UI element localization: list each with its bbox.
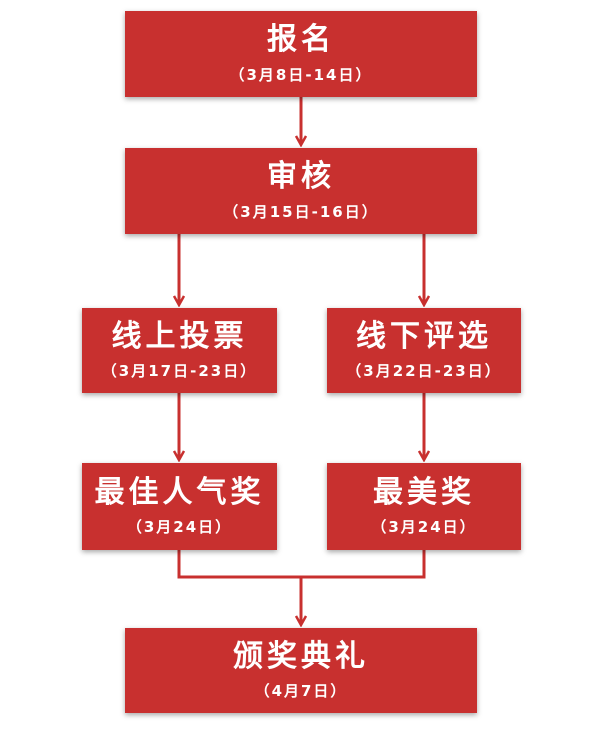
- step-title: 线下评选: [356, 318, 492, 354]
- step-date: （4月7日）: [254, 682, 348, 701]
- step-popular-award: 最佳人气奖 （3月24日）: [82, 463, 277, 550]
- step-title: 审核: [267, 159, 335, 195]
- step-date: （3月17日-23日）: [101, 362, 258, 381]
- step-title: 线上投票: [111, 318, 248, 354]
- step-review: 审核 （3月15日-16日）: [125, 148, 477, 234]
- step-title: 最美奖: [373, 474, 475, 510]
- step-ceremony: 颁奖典礼 （4月7日）: [125, 628, 477, 713]
- step-date: （3月8日-14日）: [229, 65, 373, 84]
- step-online-vote: 线上投票 （3月17日-23日）: [82, 308, 277, 393]
- step-title: 颁奖典礼: [233, 638, 369, 674]
- step-date: （3月22日-23日）: [346, 362, 502, 381]
- step-date: （3月24日）: [126, 518, 233, 537]
- step-title: 最佳人气奖: [94, 474, 265, 510]
- step-signup: 报名 （3月8日-14日）: [125, 11, 477, 97]
- merge-line: [177, 550, 426, 579]
- step-date: （3月24日）: [371, 518, 477, 537]
- step-offline-review: 线下评选 （3月22日-23日）: [327, 308, 521, 393]
- step-beauty-award: 最美奖 （3月24日）: [327, 463, 521, 550]
- step-date: （3月15日-16日）: [223, 202, 379, 221]
- step-title: 报名: [267, 22, 335, 58]
